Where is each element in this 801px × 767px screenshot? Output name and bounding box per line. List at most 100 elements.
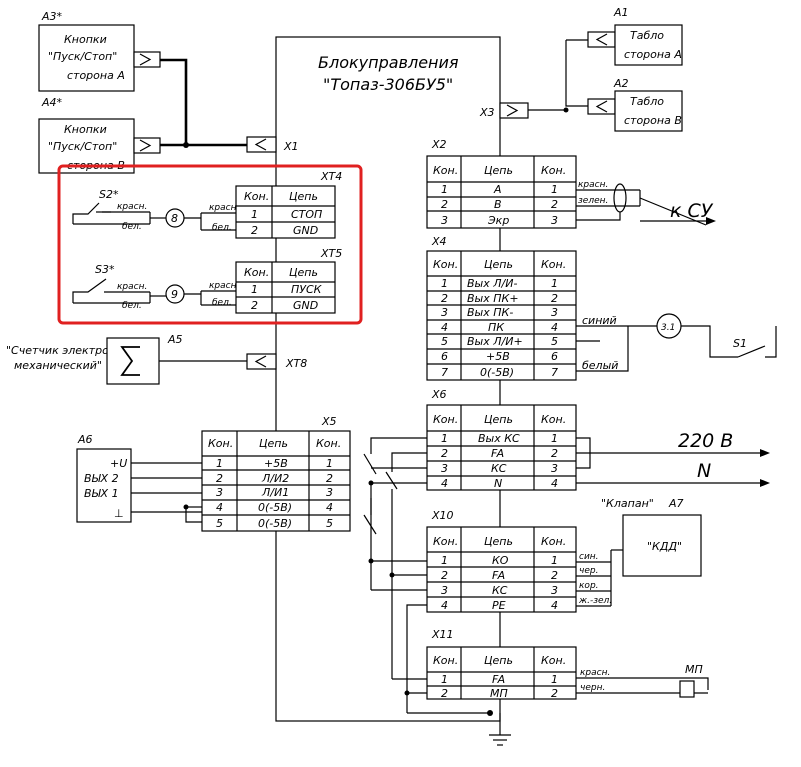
a2-line2: сторона В [624, 114, 682, 127]
a4-connector-icon [133, 137, 161, 154]
s3-switch-icon [72, 278, 151, 304]
x4-cell: 3 [441, 306, 448, 319]
a4-line2: "Пуск/Стоп" [48, 140, 117, 153]
x10-cell: 1 [551, 554, 558, 567]
x11-cell: 1 [551, 673, 558, 686]
a5-ref: A5 [167, 333, 183, 346]
x4-header-kon-2: Кон. [541, 258, 566, 271]
x10-header-kon-2: Кон. [541, 535, 566, 548]
s2-wire-white-2: бел. [212, 223, 232, 233]
a6-ref: A6 [77, 433, 93, 446]
x2-cell: 2 [551, 198, 558, 211]
x10-header-kon: Кон. [433, 535, 458, 548]
a6-pin: ВЫХ 1 [84, 487, 119, 500]
x6-header-kon-2: Кон. [541, 413, 566, 426]
x11-header-kon: Кон. [433, 654, 458, 667]
a2-ref: A2 [613, 77, 629, 90]
a3-line3: сторона А [67, 69, 125, 82]
a5-box [106, 337, 160, 385]
x4-header-kon: Кон. [433, 258, 458, 271]
x11-title: X11 [431, 628, 454, 641]
x4-cell: 6 [551, 350, 558, 363]
junction-dot [563, 107, 569, 113]
x2-destination: к СУ [670, 200, 714, 222]
a4-line1: Кнопки [64, 123, 107, 136]
arrow-icon [760, 449, 770, 457]
x11-cell: 2 [551, 687, 558, 700]
x10-title: X10 [431, 509, 454, 522]
x4-title: X4 [431, 235, 447, 248]
xt4-cell: 1 [251, 208, 258, 221]
xt8-connector-icon [246, 353, 277, 370]
control-block-title: Блокуправления [318, 53, 459, 72]
x4-cell: Вых Л/И+ [467, 335, 523, 348]
x2-header-kon: Кон. [433, 164, 458, 177]
x4-cell: Вых Л/И- [467, 277, 517, 290]
x10-cell: КО [492, 554, 509, 567]
x2-cell: 3 [551, 214, 558, 227]
x4-cell: Вых ПК+ [467, 292, 519, 305]
x4-table [426, 250, 577, 381]
x6-cell: 1 [551, 432, 558, 445]
x5-header-kon: Кон. [208, 437, 233, 450]
x4-header-cep: Цепь [484, 258, 513, 271]
x5-cell: Л/И1 [261, 486, 289, 499]
x4-cell: 5 [551, 335, 558, 348]
xt4-title: XT4 [320, 170, 342, 183]
x10-cell: 4 [441, 599, 448, 612]
x10-cell: PE [492, 599, 506, 612]
a4-ref: A4* [41, 96, 63, 109]
x4-cell: 7 [551, 366, 558, 379]
s3-wire-white: бел. [122, 301, 142, 311]
xt5-cell: 1 [251, 283, 258, 296]
x11-cell: 2 [441, 687, 448, 700]
x2-header-cep: Цепь [484, 164, 513, 177]
x4-cell: 0(-5В) [480, 366, 514, 379]
terminal-8-label: 8 [171, 212, 178, 225]
x6-header-cep: Цепь [484, 413, 513, 426]
x2-cell: Экр [487, 214, 509, 227]
x4-wire-white: белый [582, 359, 618, 372]
x11-header-kon-2: Кон. [541, 654, 566, 667]
xt5-table [235, 261, 336, 314]
a1-ref: A1 [613, 6, 629, 19]
a5-line1: "Счетчик электро- [6, 344, 113, 357]
x10-cell: 4 [551, 599, 558, 612]
x10-cell: 2 [551, 569, 558, 582]
x4-cell: 2 [551, 292, 558, 305]
x5-cell: +5В [264, 457, 288, 470]
a3-connector-icon [133, 51, 161, 68]
x6-cell: N [494, 477, 502, 490]
x6-cell: 3 [551, 462, 558, 475]
a3-cable [160, 58, 188, 145]
x5-table [201, 430, 351, 532]
x5-cell: 0(-5В) [258, 501, 292, 514]
terminal-9-label: 9 [171, 288, 178, 301]
x6-cell: КС [491, 462, 507, 475]
x11-table [426, 646, 577, 700]
x4-cell: 1 [441, 277, 448, 290]
x6-cell: 1 [441, 432, 448, 445]
mp-coil-icon [679, 680, 695, 698]
x6-header-kon: Кон. [433, 413, 458, 426]
x10-cell: КС [492, 584, 508, 597]
a3-line2: "Пуск/Стоп" [48, 50, 117, 63]
xt5-cell: GND [293, 299, 318, 312]
supply-220v: 220 В [678, 430, 733, 452]
a7-ref: A7 [668, 497, 684, 510]
xt4-table [235, 185, 336, 239]
a7-box-label: "КДД" [647, 540, 682, 553]
a1-connector-icon [587, 31, 616, 48]
x5-cell: 5 [216, 517, 223, 530]
x5-cell: 4 [326, 501, 333, 514]
x10-cell: 2 [441, 569, 448, 582]
x4-cell: 4 [551, 321, 558, 334]
junction-dot [389, 572, 395, 578]
xt8-label: XT8 [285, 357, 307, 370]
x5-cell: 2 [326, 472, 333, 485]
mp-label: МП [685, 663, 703, 676]
a7-name: "Клапан" [601, 497, 654, 510]
a6-box [76, 448, 132, 523]
a1-box [614, 24, 683, 66]
